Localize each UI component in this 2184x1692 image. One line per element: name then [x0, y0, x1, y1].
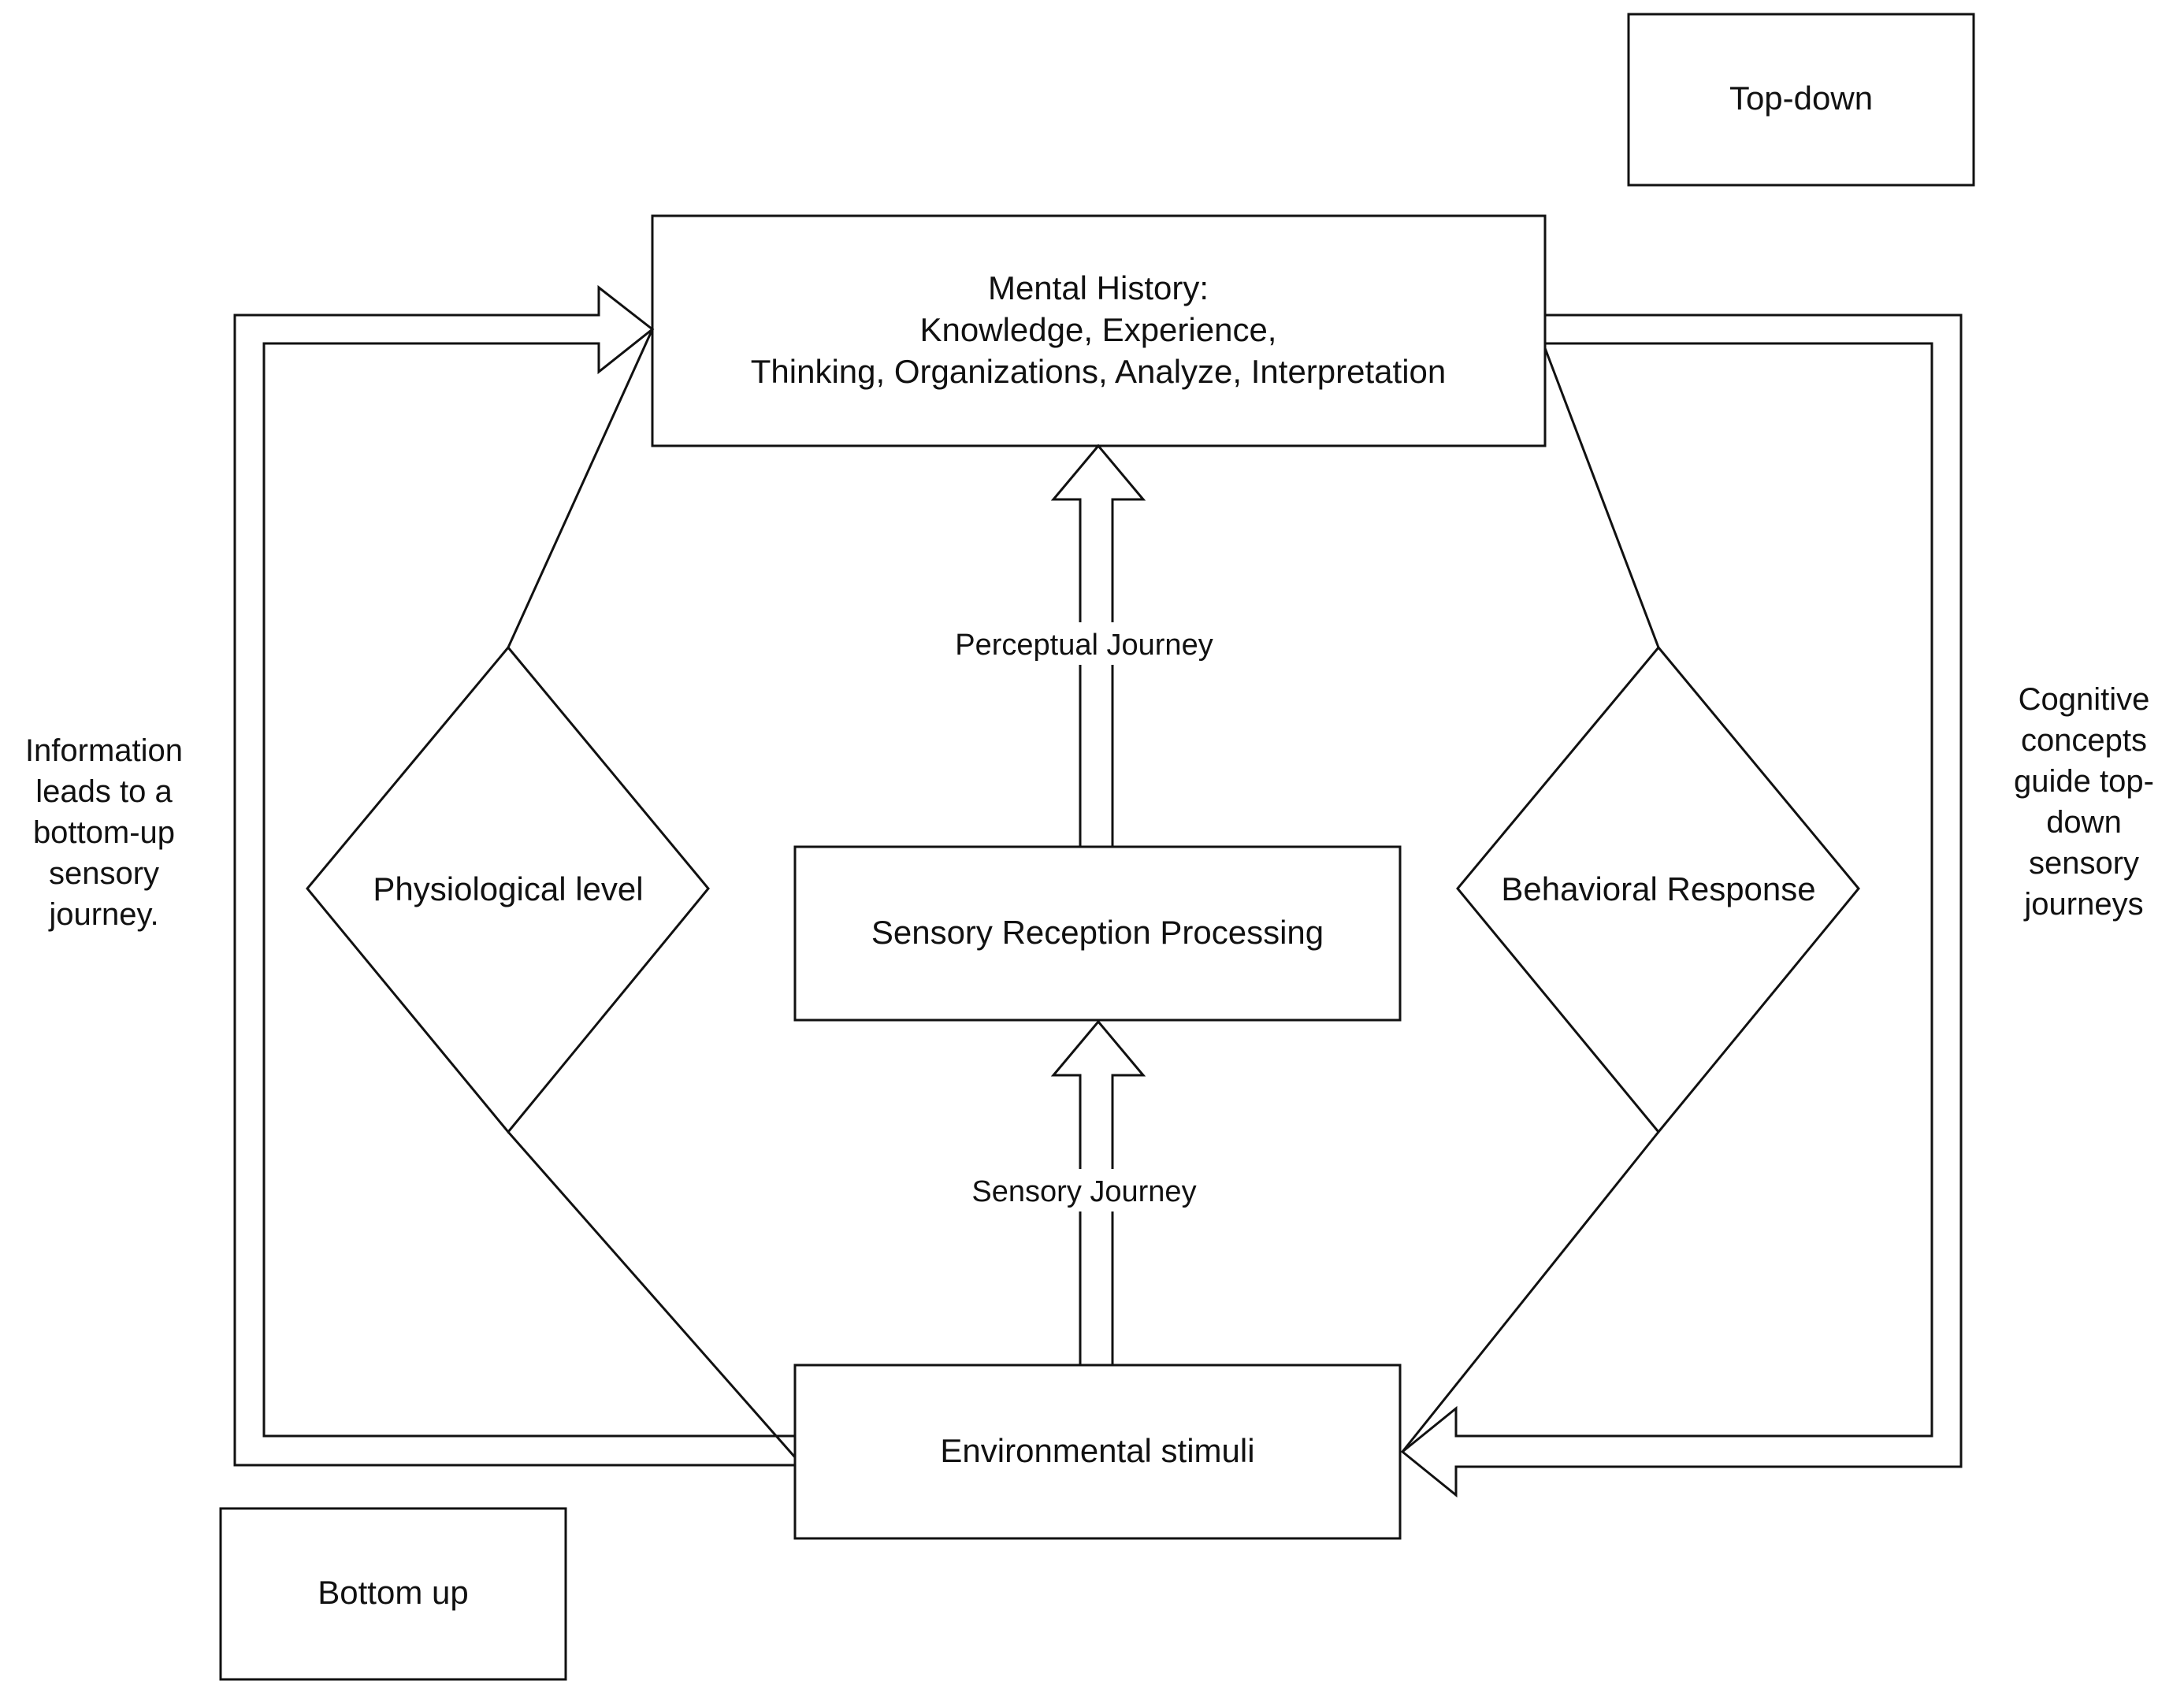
sensory-journey-arrow: [1050, 1019, 1146, 1367]
connector-physio-top: [507, 328, 654, 648]
behavioral-response-label: Behavioral Response: [1501, 870, 1815, 907]
connector-behavior-top: [1543, 347, 1660, 648]
right-note-line-5: sensory: [2029, 846, 2139, 881]
right-note-line-3: guide top-: [2014, 764, 2154, 799]
sensory-journey-label-bg: [953, 1169, 1215, 1211]
right-note-line-6: journeys: [2023, 887, 2143, 922]
left-note-line-4: sensory: [49, 856, 159, 891]
perceptual-journey-label-bg: [938, 622, 1234, 665]
right-note: Cognitive concepts guide top- down senso…: [2014, 682, 2154, 922]
connector-physio-bottom: [507, 1131, 797, 1458]
environmental-stimuli-label: Environmental stimuli: [940, 1432, 1254, 1469]
bottom-up-box: [219, 1507, 567, 1681]
mental-history-text: Mental History: Knowledge, Experience, T…: [751, 269, 1447, 390]
top-down-box: [1627, 13, 1975, 187]
bottom-up-label: Bottom up: [318, 1574, 468, 1611]
mental-history-line-3: Thinking, Organizations, Analyze, Interp…: [751, 353, 1447, 390]
top-down-label: Top-down: [1729, 80, 1873, 117]
perceptual-journey-arrow: [1050, 443, 1146, 848]
connector-behavior-bottom: [1401, 1131, 1660, 1453]
perceptual-journey-label: Perceptual Journey: [955, 629, 1213, 662]
right-note-line-1: Cognitive: [2019, 682, 2150, 717]
physiological-level-label: Physiological level: [373, 870, 643, 907]
sensory-reception-label: Sensory Reception Processing: [871, 914, 1324, 951]
mental-history-line-1: Mental History:: [988, 269, 1209, 306]
sensory-journey-label: Sensory Journey: [971, 1175, 1196, 1208]
top-down-loop-arrow: [1400, 314, 1963, 1498]
right-note-line-4: down: [2046, 805, 2122, 840]
bottom-up-loop-arrow: [233, 284, 797, 1467]
left-note-line-1: Information: [25, 733, 183, 768]
right-note-line-2: concepts: [2021, 723, 2147, 758]
mental-history-line-2: Knowledge, Experience,: [920, 311, 1277, 348]
left-note-line-3: bottom-up: [33, 815, 175, 850]
left-note: Information leads to a bottom-up sensory…: [25, 733, 183, 932]
left-note-line-5: journey.: [48, 897, 158, 932]
left-note-line-2: leads to a: [35, 774, 173, 809]
